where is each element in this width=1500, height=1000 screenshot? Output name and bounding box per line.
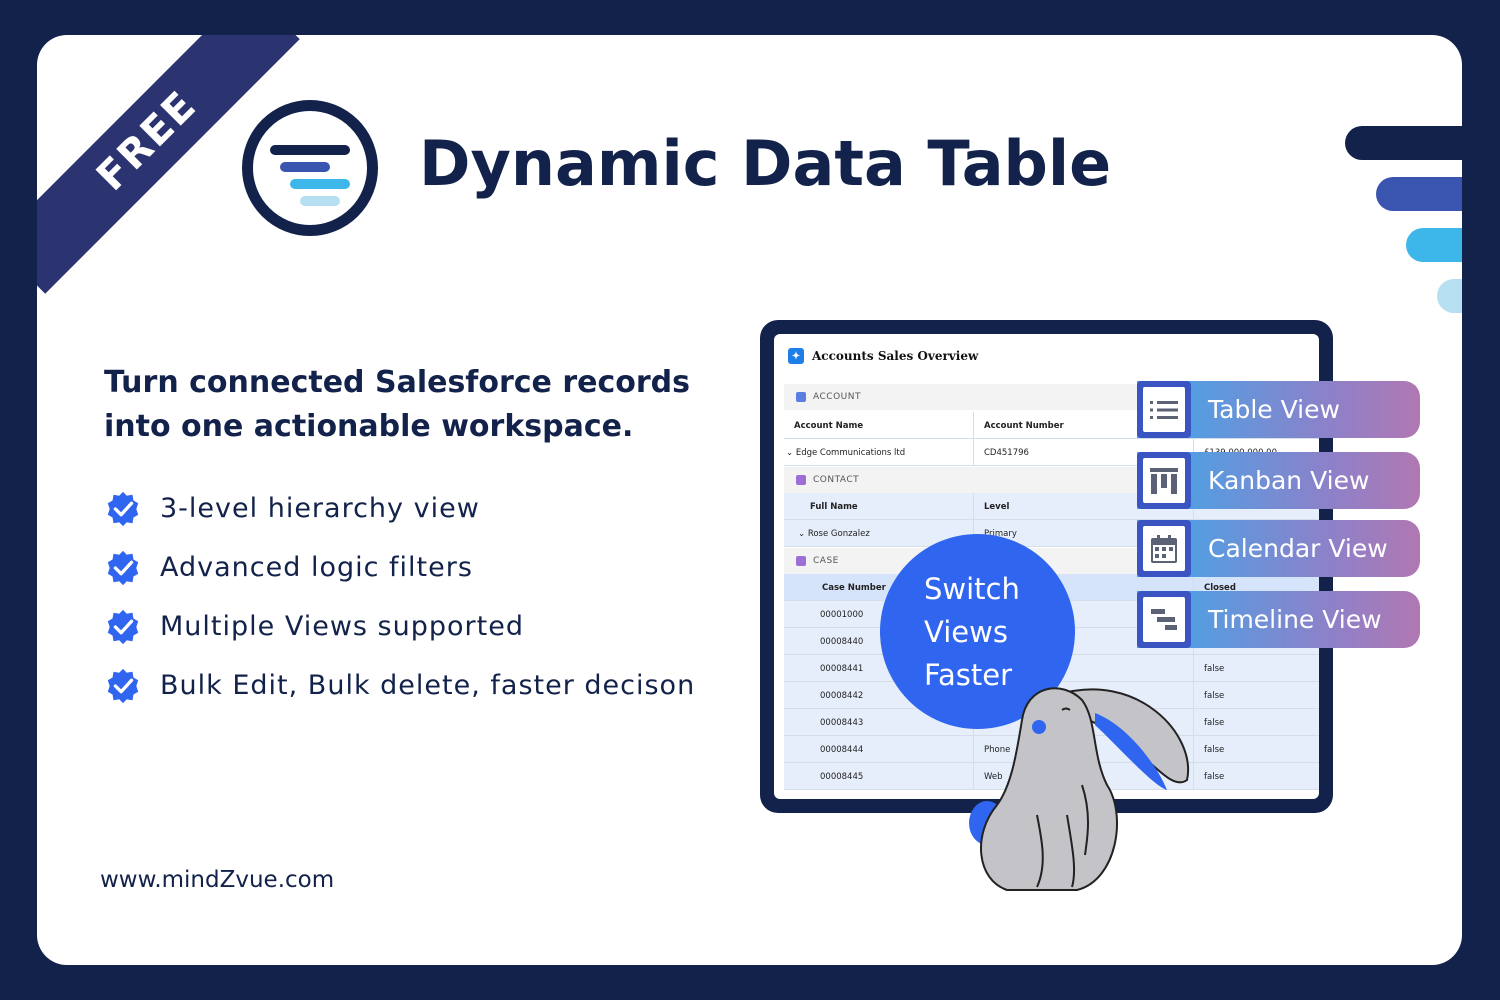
- verified-check-icon: [107, 668, 139, 703]
- table-cell: 00008444: [784, 736, 974, 763]
- icon-box: [1137, 520, 1191, 577]
- chevron-down-icon[interactable]: ⌄: [786, 447, 796, 458]
- table-cell: [974, 682, 1194, 709]
- promo-card: FREE Dynamic Data Table Turn connected S…: [37, 35, 1462, 965]
- switch-line: Views: [924, 615, 1008, 649]
- column-header[interactable]: Closed: [1204, 582, 1236, 593]
- view-label: Kanban View: [1208, 466, 1370, 495]
- cell-text: Rose Gonzalez: [807, 528, 870, 539]
- table-view-button[interactable]: Table View: [1137, 381, 1420, 438]
- list-icon: [1150, 400, 1178, 419]
- calendar-icon: [1151, 534, 1177, 563]
- table-cell: [974, 655, 1194, 682]
- icon-inner: [1143, 458, 1185, 503]
- timeline-icon: [1151, 608, 1177, 630]
- sparkle-icon: ✦: [788, 348, 804, 364]
- chevron-down-icon[interactable]: ⌄: [798, 528, 808, 539]
- deco-bar-2: [1376, 177, 1462, 211]
- table-cell: false: [1204, 717, 1225, 728]
- timeline-view-button[interactable]: Timeline View: [1137, 591, 1420, 648]
- view-label: Calendar View: [1208, 534, 1388, 563]
- switch-line: Switch: [924, 572, 1020, 606]
- feature-item: 3-level hierarchy view: [104, 479, 695, 538]
- deco-bar-4: [1437, 279, 1462, 313]
- table-cell: false: [1204, 690, 1225, 701]
- table-cell: Phone: [974, 736, 1194, 763]
- website-link[interactable]: www.mindZvue.com: [100, 867, 335, 893]
- contact-icon: [796, 475, 806, 485]
- table-cell: false: [1204, 771, 1225, 782]
- feature-text: Multiple Views supported: [160, 611, 524, 642]
- icon-inner: [1143, 387, 1185, 432]
- view-label: Table View: [1208, 395, 1340, 424]
- table-cell: false: [1204, 744, 1225, 755]
- account-icon: [796, 392, 806, 402]
- calendar-view-button[interactable]: Calendar View: [1137, 520, 1420, 577]
- section-label: CONTACT: [813, 475, 860, 485]
- feature-item: Bulk Edit, Bulk delete, faster decison: [104, 656, 695, 715]
- logo-bar-4: [300, 196, 340, 206]
- table-cell: false: [1204, 663, 1225, 674]
- section-label: CASE: [813, 556, 839, 566]
- logo-bar-1: [270, 145, 350, 155]
- feature-list: 3-level hierarchy view Advanced logic fi…: [104, 479, 695, 715]
- logo-bar-2: [280, 162, 330, 172]
- feature-text: Bulk Edit, Bulk delete, faster decison: [160, 670, 696, 701]
- table-title: ✦ Accounts Sales Overview: [788, 348, 978, 364]
- table-cell: [974, 709, 1194, 736]
- feature-item: Multiple Views supported: [104, 597, 695, 656]
- icon-inner: [1143, 526, 1185, 571]
- kanban-icon: [1150, 467, 1178, 494]
- feature-text: Advanced logic filters: [160, 552, 473, 583]
- rabbit-mascot: [969, 687, 1190, 891]
- table-cell: ⌄ Edge Communications ltd: [784, 439, 974, 466]
- switch-line: Faster: [924, 658, 1013, 692]
- switch-views-badge: Switch Views Faster: [880, 534, 1075, 729]
- column-header[interactable]: Account Name: [784, 412, 974, 439]
- verified-check-icon: [107, 550, 139, 585]
- table-title-text: Accounts Sales Overview: [812, 349, 979, 363]
- view-label: Timeline View: [1208, 605, 1382, 634]
- deco-bar-3: [1406, 228, 1462, 262]
- page-title: Dynamic Data Table: [419, 127, 1112, 200]
- product-logo: [242, 100, 378, 236]
- column-header[interactable]: Full Name: [784, 493, 974, 520]
- free-label: FREE: [88, 82, 206, 200]
- icon-box: [1137, 591, 1191, 648]
- table-cell: Web: [974, 763, 1194, 790]
- icon-box: [1137, 381, 1191, 438]
- feature-item: Advanced logic filters: [104, 538, 695, 597]
- case-icon: [796, 556, 806, 566]
- feature-text: 3-level hierarchy view: [160, 493, 480, 524]
- logo-bar-3: [290, 179, 350, 189]
- table-cell: 00008445: [784, 763, 974, 790]
- deco-bar-1: [1345, 126, 1462, 160]
- headline: Turn connected Salesforce records into o…: [104, 365, 690, 444]
- verified-check-icon: [107, 609, 139, 644]
- verified-check-icon: [107, 491, 139, 526]
- section-label: ACCOUNT: [813, 392, 861, 402]
- column-header[interactable]: [974, 574, 1194, 601]
- table-cell: ⌄ Rose Gonzalez: [784, 520, 974, 547]
- kanban-view-button[interactable]: Kanban View: [1137, 452, 1420, 509]
- icon-box: [1137, 452, 1191, 509]
- cell-text: Edge Communications ltd: [795, 447, 906, 458]
- icon-inner: [1143, 597, 1185, 642]
